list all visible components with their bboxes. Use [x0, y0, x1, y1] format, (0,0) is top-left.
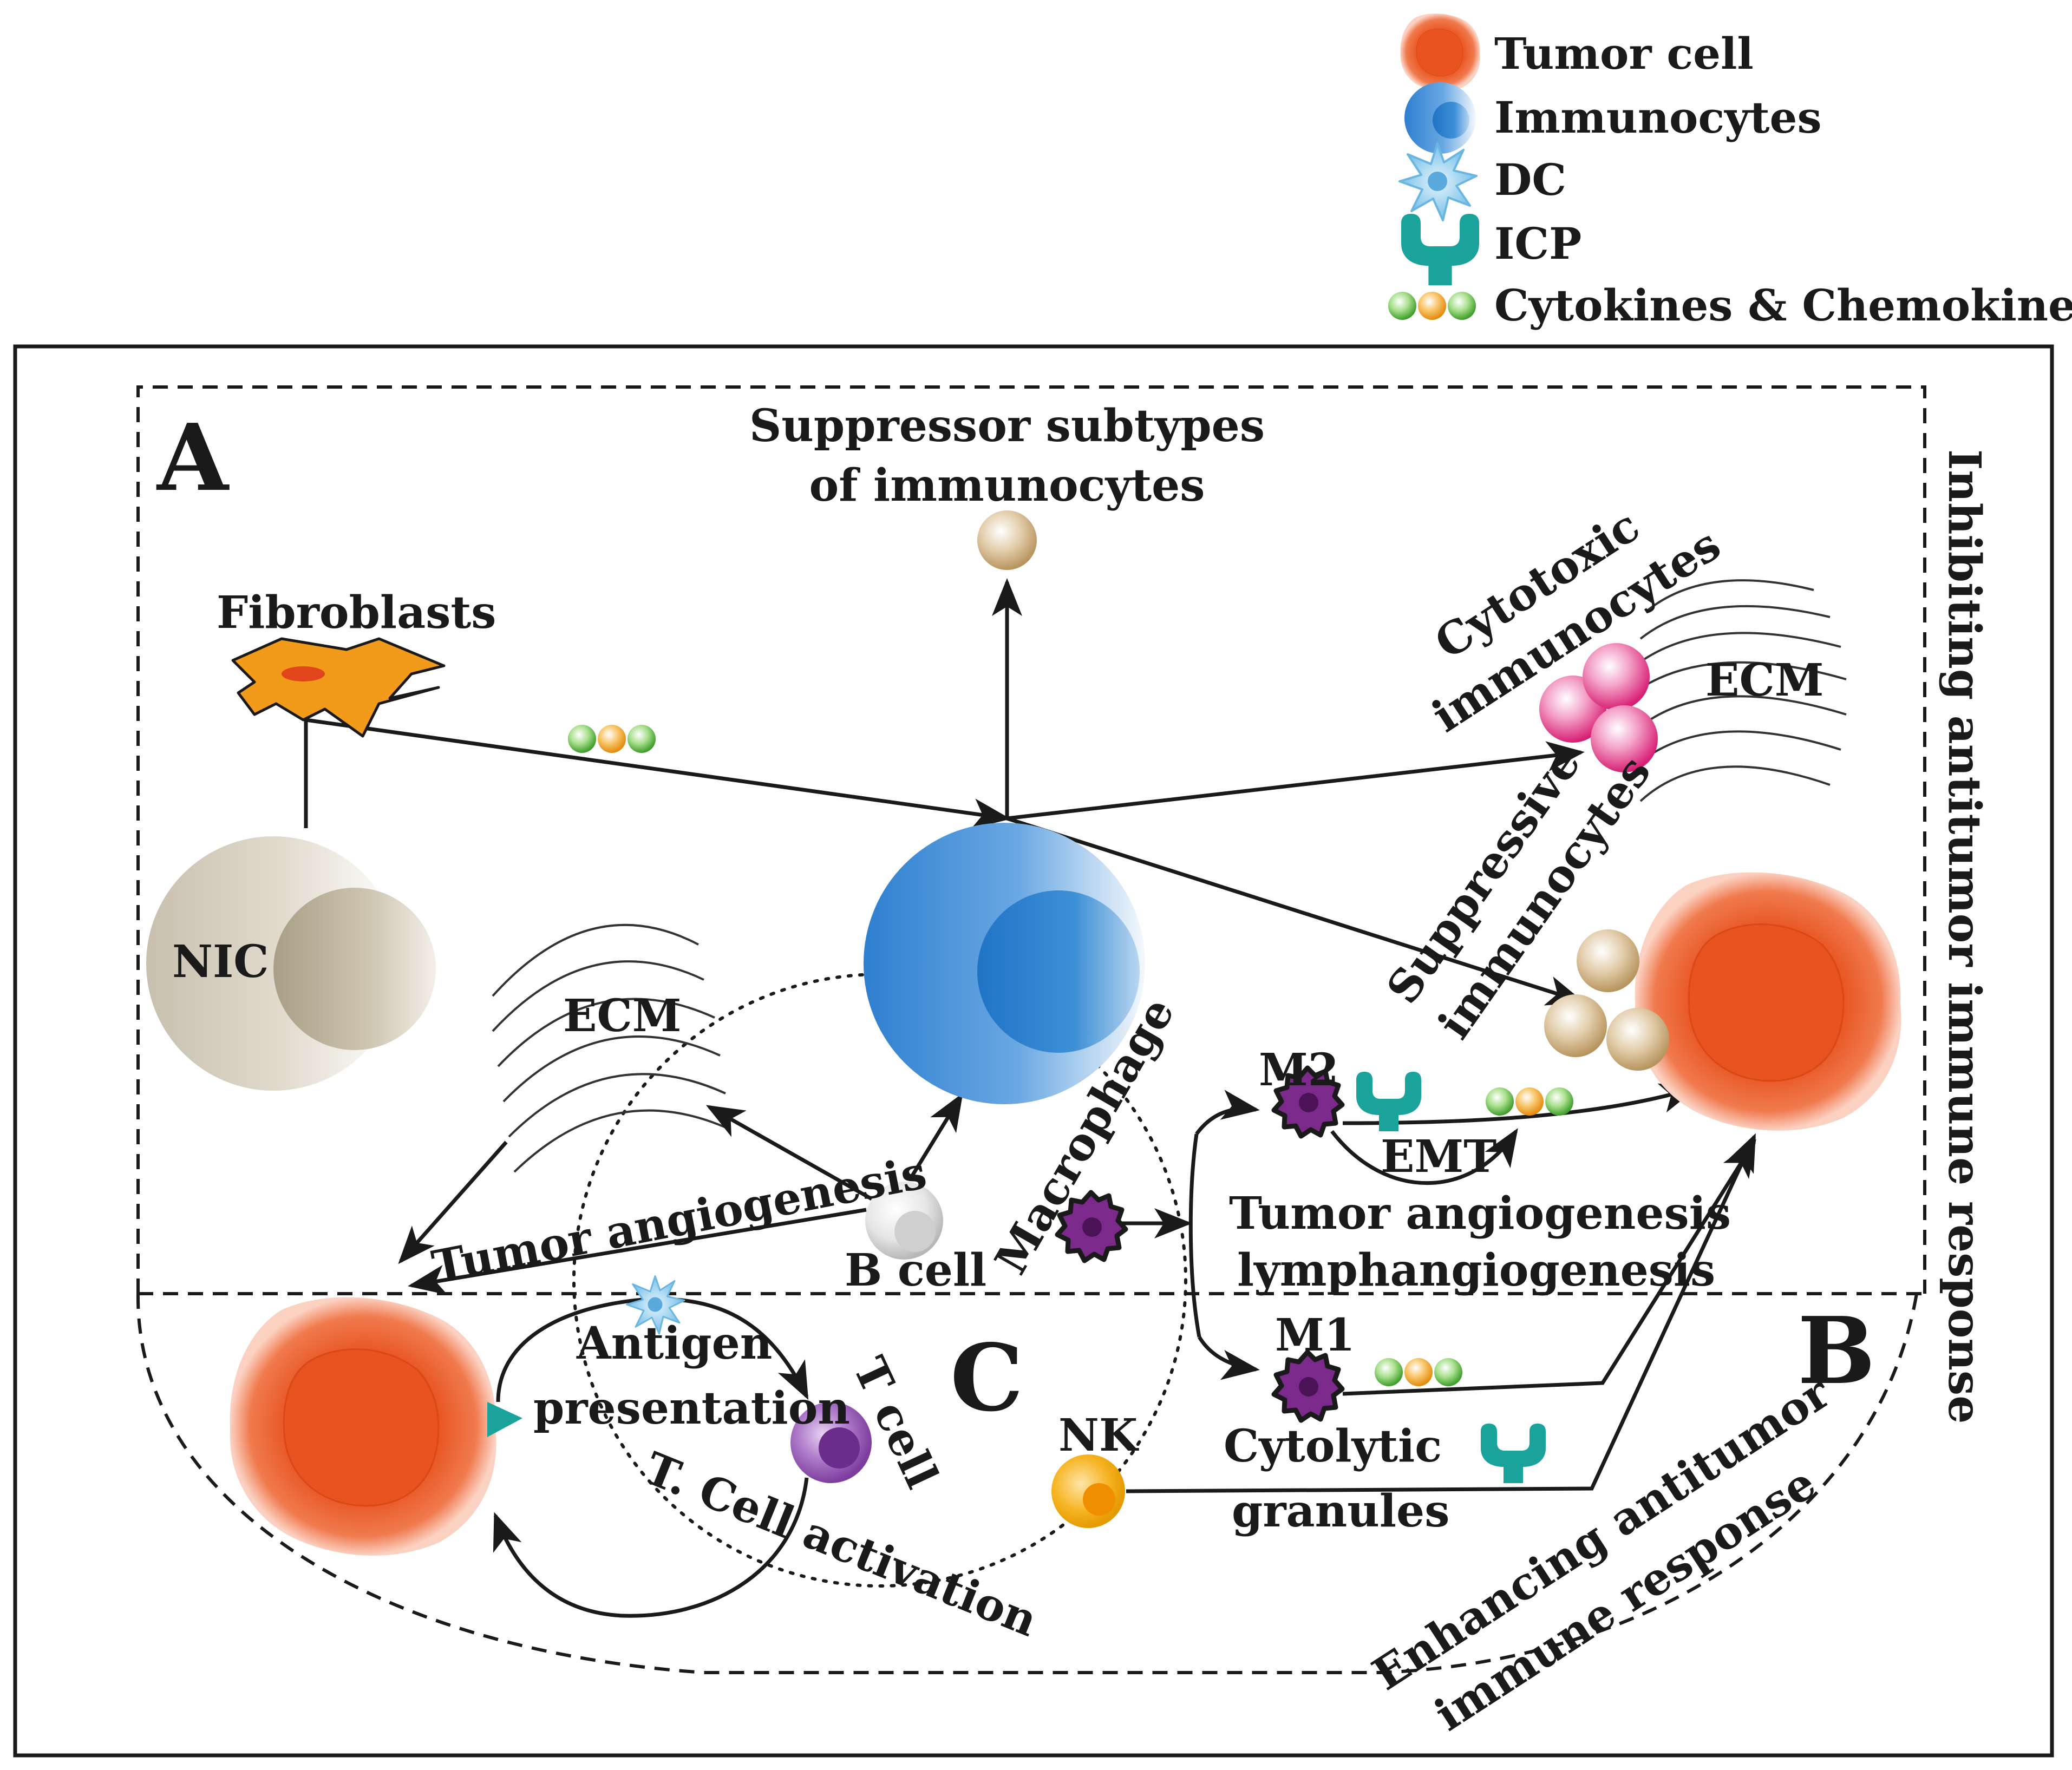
connectors [304, 578, 1756, 1618]
m1-label: M1 [1275, 1309, 1355, 1361]
b-cell-label: B cell [845, 1244, 986, 1296]
legend-label: DC [1494, 154, 1566, 205]
antigen-label: Antigen [576, 1317, 772, 1369]
ecm-label-center: ECM [563, 990, 682, 1042]
tumor-cell-lower-left [229, 1296, 498, 1557]
legend-item-tumor: Tumor cell [1400, 13, 1754, 91]
region-c-boundary [572, 973, 1187, 1588]
cytolytic-label: Cytolytic [1224, 1420, 1442, 1472]
cytokines-top [568, 725, 656, 753]
fibroblast-cell [231, 637, 446, 738]
legend-item-dc: DC [1398, 142, 1566, 221]
suppressive-immunocytes-cluster [1544, 929, 1669, 1071]
region-a-boundary [136, 385, 1926, 1294]
b-cell [865, 1182, 943, 1260]
region-label-b: B [1798, 1297, 1875, 1405]
lymphangiogenesis-label: lymphangiogenesis [1237, 1244, 1715, 1296]
suppressor-label-line2: of immunocytes [809, 460, 1205, 512]
legend-item-immunocytes: Immunocytes [1404, 82, 1822, 154]
central-immunocyte [864, 823, 1145, 1104]
region-label-c: C [950, 1324, 1023, 1432]
outer-frame [13, 344, 2054, 1758]
m2-label: M2 [1259, 1044, 1339, 1096]
legend-label: Immunocytes [1494, 92, 1822, 143]
nk-cell [1051, 1454, 1125, 1528]
legend-item-cytokines: Cytokines & Chemokines [1388, 280, 2072, 331]
icp-nk [1481, 1424, 1546, 1483]
nic-cell [146, 836, 436, 1091]
tumor-cell-icon [1400, 13, 1481, 91]
immunocyte-icon [1404, 82, 1476, 154]
legend: Tumor cell Immunocytes DC ICP Cytokines … [1388, 13, 2072, 331]
cytokines-icon [1388, 292, 1476, 320]
legend-label: ICP [1494, 218, 1581, 269]
granules-label: granules [1232, 1485, 1449, 1537]
suppressor-label-line1: Suppressor subtypes [749, 400, 1265, 452]
icp-marker-tumor [487, 1402, 522, 1437]
inhibiting-label: Inhibiting antitumor immune response [1938, 449, 1990, 1424]
nic-label: NIC [172, 936, 269, 988]
tumor-angiogenesis-label-right: Tumor angiogenesis [1229, 1188, 1731, 1240]
cytotoxic-immunocytes-cluster [1539, 643, 1658, 772]
region-bc-boundary [136, 1293, 1918, 1674]
t-cell [790, 1402, 872, 1483]
nk-label: NK [1058, 1410, 1139, 1461]
legend-item-icp: ICP [1401, 214, 1581, 285]
ecm-label-right: ECM [1705, 654, 1824, 706]
ecm-arcs-upper-right [1629, 579, 1847, 802]
presentation-label: presentation [533, 1382, 850, 1434]
region-label-a: A [156, 404, 230, 512]
dendritic-cell-icon [1398, 142, 1478, 221]
suppressor-cell [977, 510, 1037, 570]
fibroblasts-label: Fibroblasts [217, 587, 496, 639]
cytokines-m1 [1375, 1358, 1462, 1386]
cytokines-m2 [1486, 1087, 1573, 1116]
tumor-cell-upper-right [1634, 871, 1903, 1132]
immune-checkpoint-icon [1401, 214, 1479, 285]
ecm-arcs-center [492, 923, 729, 1173]
emt-label: EMT [1381, 1131, 1496, 1183]
legend-label: Tumor cell [1494, 28, 1754, 79]
m1-macrophage [1274, 1352, 1342, 1420]
legend-label: Cytokines & Chemokines [1494, 280, 2072, 331]
